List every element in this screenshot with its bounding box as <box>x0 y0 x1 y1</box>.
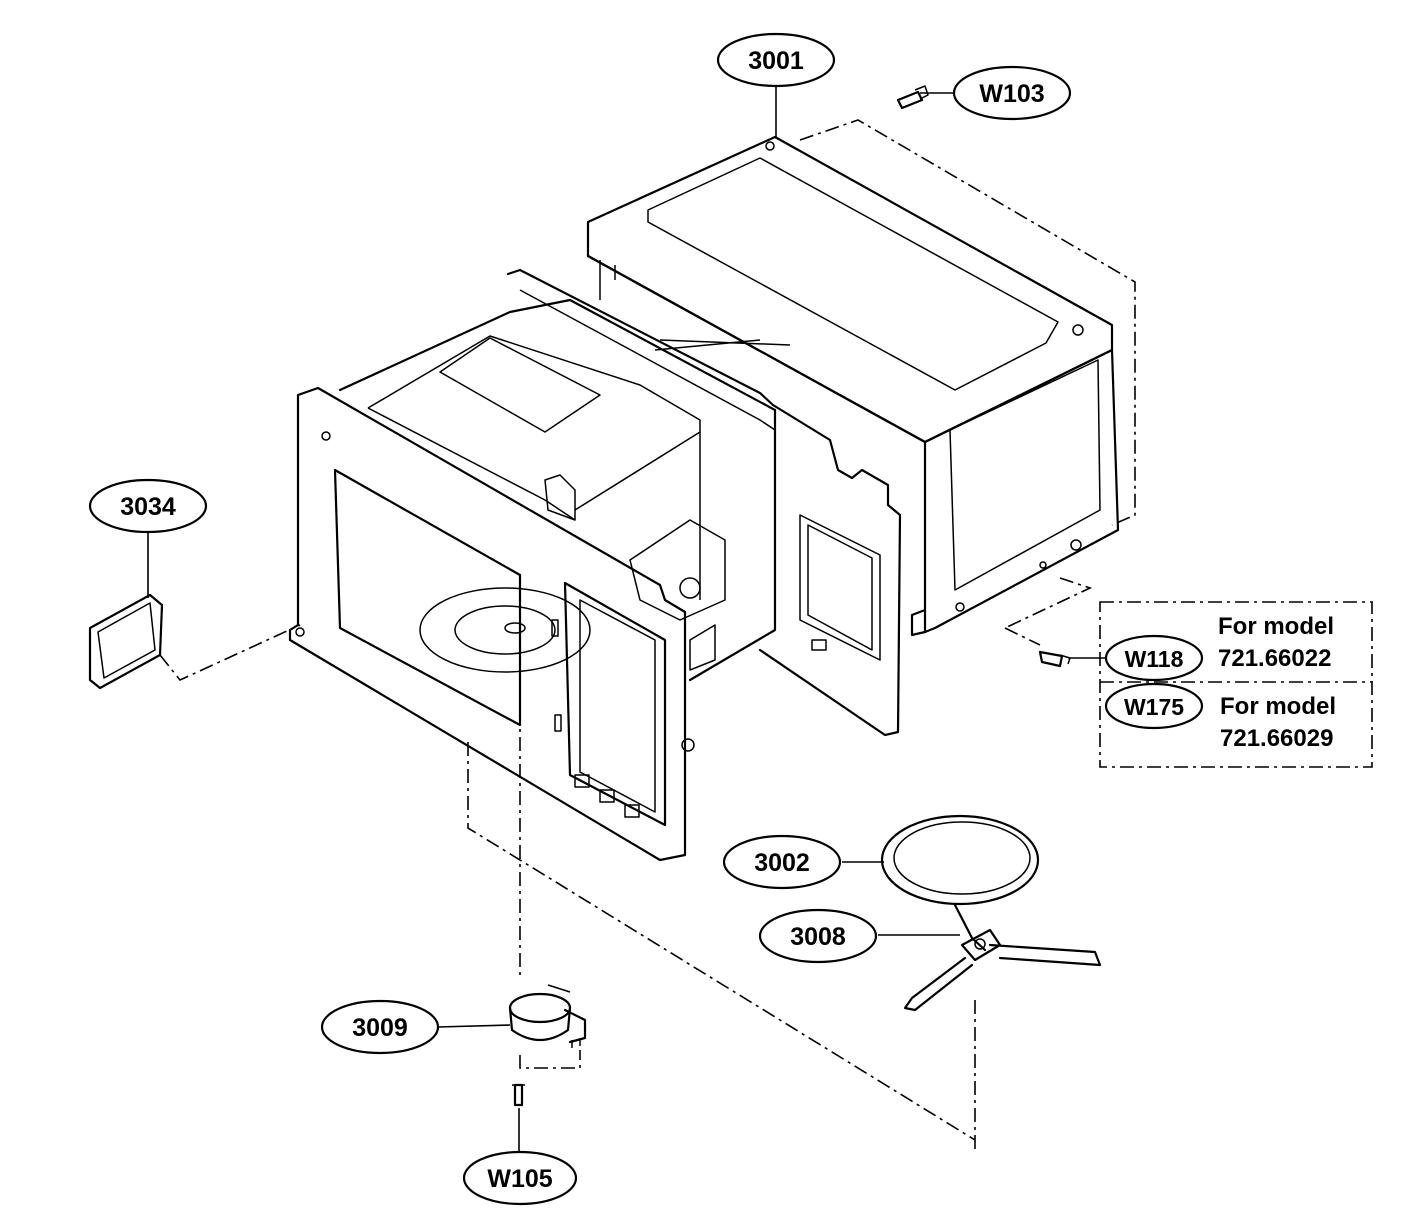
callout-3008: 3008 <box>758 908 878 964</box>
callout-w105: W105 <box>462 1150 578 1206</box>
callout-3034: 3034 <box>88 478 208 534</box>
callout-3002: 3002 <box>722 834 842 890</box>
assembly-guide-lines <box>467 575 976 1150</box>
callout-w103-label: W103 <box>979 80 1044 108</box>
callout-3008-label: 3008 <box>790 923 846 951</box>
oven-cavity-assembly <box>288 268 902 862</box>
model-note-text: For model 721.66022 For model 721.66029 <box>1218 613 1336 752</box>
w118-note-line2: 721.66022 <box>1218 645 1331 672</box>
screw-w103 <box>896 85 929 110</box>
leader-lines <box>147 87 1106 1158</box>
callout-3001: 3001 <box>716 32 836 88</box>
screw-w105 <box>512 1083 525 1107</box>
callout-w118: W118 <box>1104 634 1204 682</box>
glass-tray-part <box>880 814 1040 906</box>
callout-3002-label: 3002 <box>754 849 810 877</box>
w175-note-line2: 721.66029 <box>1220 725 1333 752</box>
waveguide-cover-part <box>88 593 301 690</box>
callout-w175-label: W175 <box>1124 694 1184 720</box>
roller-guide-part <box>903 903 1102 1012</box>
screw-w118-w175 <box>1038 650 1071 668</box>
callout-3009: 3009 <box>320 999 440 1055</box>
turntable-motor-part <box>508 984 587 1048</box>
callout-w105-label: W105 <box>487 1165 552 1193</box>
w175-note-line1: For model <box>1220 693 1336 720</box>
callout-3034-label: 3034 <box>120 493 176 521</box>
callout-3001-label: 3001 <box>748 47 804 75</box>
callout-w175: W175 <box>1104 682 1204 730</box>
model-notes-box <box>1099 601 1373 768</box>
callout-w118-label: W118 <box>1125 646 1184 672</box>
callout-w103: W103 <box>952 65 1072 121</box>
outer-cabinet <box>586 119 1136 646</box>
callout-3009-label: 3009 <box>352 1014 408 1042</box>
w118-note-line1: For model <box>1218 613 1334 640</box>
